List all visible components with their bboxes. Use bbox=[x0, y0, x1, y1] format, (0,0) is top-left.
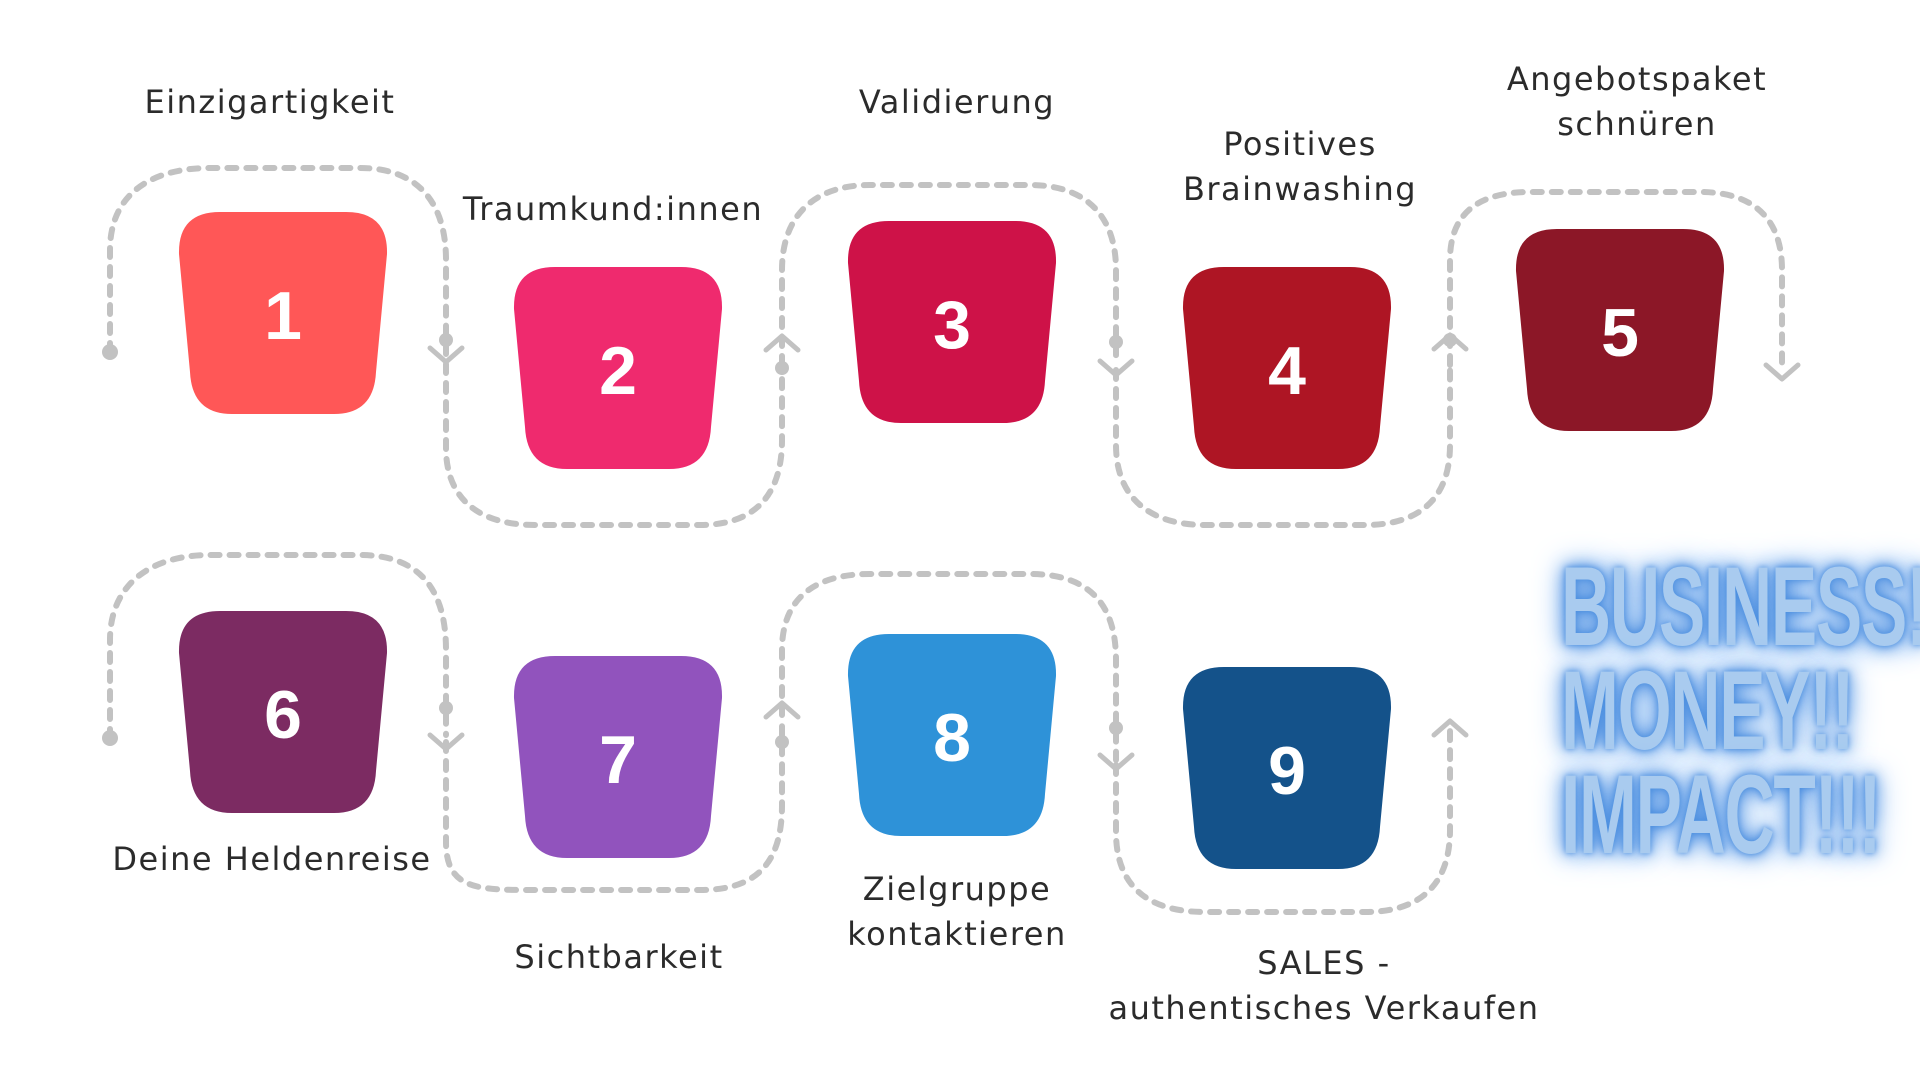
step-4: 4 bbox=[1182, 267, 1392, 469]
joint-dot-icon bbox=[775, 361, 789, 375]
step-label: Deine Heldenreise bbox=[112, 840, 432, 878]
step-label: Traumkund:innen bbox=[462, 190, 764, 228]
step-box bbox=[1515, 229, 1725, 431]
joint-dot-icon bbox=[775, 735, 789, 749]
connector-path-6 bbox=[107, 552, 449, 741]
step-1: 1 bbox=[178, 212, 388, 414]
start-dot-icon bbox=[102, 344, 118, 360]
step-number: 5 bbox=[1601, 295, 1639, 371]
step-box bbox=[513, 656, 723, 858]
step-number: 1 bbox=[264, 278, 302, 354]
step-box bbox=[847, 634, 1057, 836]
step-box bbox=[1182, 267, 1392, 469]
tagline-line-1: BUSINESS! bbox=[1561, 544, 1920, 669]
connector-path-1 bbox=[107, 165, 449, 355]
connector-path-4 bbox=[1113, 367, 1453, 528]
start-dot-icon bbox=[102, 730, 118, 746]
joint-dot-icon bbox=[1109, 335, 1123, 349]
joint-dot-icon bbox=[1109, 721, 1123, 735]
arrow-up-icon bbox=[1431, 718, 1469, 738]
step-3: 3 bbox=[847, 221, 1057, 423]
step-7: 7 bbox=[513, 656, 723, 858]
joint-dot-icon bbox=[439, 333, 453, 347]
step-boxes: 1 2 3 4 5 6 7 8 9 bbox=[178, 212, 1725, 869]
step-label: SALES - authentisches Verkaufen bbox=[1108, 944, 1540, 1027]
arrow-down-icon bbox=[427, 732, 465, 752]
dashed-connectors bbox=[102, 165, 1801, 915]
step-number: 7 bbox=[599, 722, 637, 798]
connector-path-2 bbox=[443, 342, 785, 528]
step-5: 5 bbox=[1515, 229, 1725, 431]
arrow-down-icon bbox=[427, 345, 465, 365]
step-box bbox=[178, 212, 388, 414]
connector-path-5 bbox=[1447, 189, 1785, 373]
step-number: 9 bbox=[1268, 733, 1306, 809]
step-box bbox=[178, 611, 388, 813]
step-number: 4 bbox=[1268, 333, 1306, 409]
connector-path-7 bbox=[443, 719, 785, 893]
step-label: Validierung bbox=[858, 83, 1056, 121]
connector-path-8 bbox=[779, 571, 1119, 763]
arrow-down-icon bbox=[1097, 358, 1135, 378]
joint-dot-icon bbox=[439, 701, 453, 715]
step-box bbox=[1182, 667, 1392, 869]
tagline: BUSINESS! MONEY!! IMPACT!!! bbox=[1561, 544, 1920, 877]
step-box bbox=[847, 221, 1057, 423]
step-number: 8 bbox=[933, 700, 971, 776]
connector-path-3 bbox=[779, 182, 1119, 368]
step-9: 9 bbox=[1182, 667, 1392, 869]
step-6: 6 bbox=[178, 611, 388, 813]
step-box bbox=[513, 267, 723, 469]
connector-path-9 bbox=[1113, 722, 1453, 915]
tagline-line-3: IMPACT!!! bbox=[1561, 752, 1881, 877]
arrow-up-icon bbox=[1431, 332, 1469, 352]
step-number: 2 bbox=[599, 333, 637, 409]
step-label: Positives Brainwashing bbox=[1182, 125, 1418, 208]
step-8: 8 bbox=[847, 634, 1057, 836]
tagline-line-2: MONEY!! bbox=[1561, 648, 1854, 773]
arrow-up-icon bbox=[763, 700, 801, 720]
step-label: Zielgruppe kontaktieren bbox=[847, 870, 1067, 953]
step-label: Sichtbarkeit bbox=[514, 938, 724, 976]
step-label: Angebotspaket schnüren bbox=[1506, 60, 1768, 143]
arrow-down-icon bbox=[1763, 362, 1801, 382]
step-number: 3 bbox=[933, 287, 971, 363]
step-2: 2 bbox=[513, 267, 723, 469]
arrow-down-icon bbox=[1097, 752, 1135, 772]
step-number: 6 bbox=[264, 677, 302, 753]
step-label: Einzigartigkeit bbox=[144, 83, 396, 121]
arrow-up-icon bbox=[763, 333, 801, 353]
